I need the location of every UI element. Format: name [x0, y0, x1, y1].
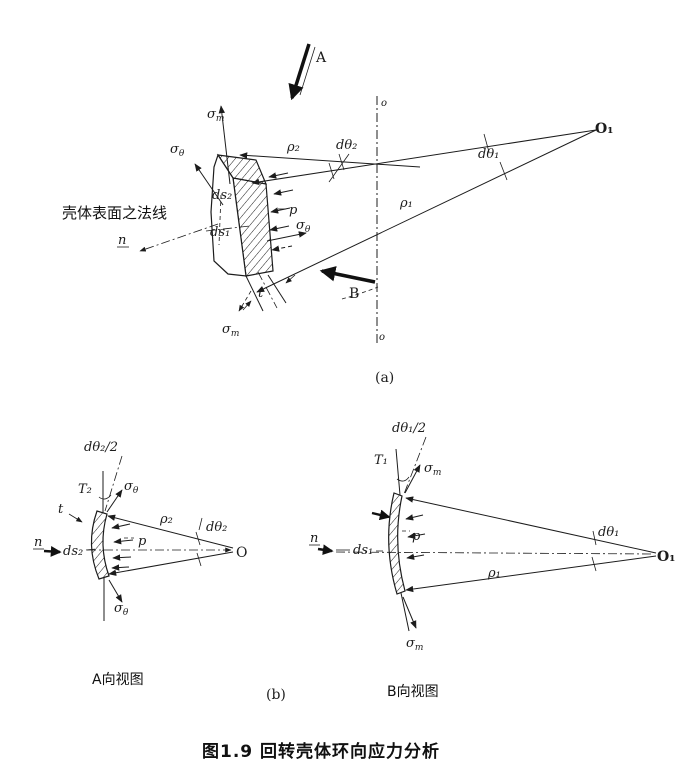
- normal-n-label-vb: n: [310, 531, 318, 546]
- n-arrow-vb: [317, 544, 334, 556]
- ds1-label-a: ds₁: [210, 225, 230, 240]
- sigma-m-bottom-arrow-vb: [402, 596, 417, 629]
- o1-upper-line: [251, 129, 597, 186]
- pressure-arrows-a: p: [268, 172, 298, 252]
- ds1-centerline-a: [205, 225, 251, 232]
- axis-bottom-label: o: [379, 332, 385, 343]
- view-direction-b-arrow: B: [319, 266, 379, 302]
- lower-line-vb: [405, 555, 657, 593]
- sigma-m-top-label: σm: [207, 107, 224, 124]
- rho1-label-a: ρ₁: [399, 196, 413, 211]
- sigma-m-top-arrow: [218, 105, 231, 185]
- figure-caption: 图1.9 回转壳体环向应力分析: [202, 741, 440, 762]
- half-angle-leader-vb: [403, 436, 427, 495]
- element-thickness-tail: t: [242, 271, 296, 312]
- sigma-theta-top-arrow-va: [106, 489, 123, 513]
- half-angle-arc-va: [98, 494, 112, 500]
- half-angle-label-vb: dθ₁/2: [392, 421, 426, 436]
- sigma-m-bottom-label: σm: [222, 322, 239, 339]
- rho2-label-va: ρ₂: [159, 512, 173, 527]
- t2-tangent-label-va: T₂: [78, 482, 92, 497]
- thickness-label-a: t: [258, 286, 264, 301]
- shell-element-va: [90, 510, 110, 580]
- tangent-line-top-vb: [395, 448, 401, 496]
- normal-n-line-a: [139, 223, 219, 252]
- dtheta1-angle-marks-a: dθ₁: [478, 133, 508, 181]
- pressure-label-vb: p: [412, 529, 421, 544]
- sigma-theta-bottom-arrow-va: [108, 579, 123, 603]
- dtheta2-label-va: dθ₂: [206, 520, 227, 535]
- rho2-normal-line: [239, 152, 421, 168]
- lower-normal-line-va: [108, 551, 234, 576]
- ds2-label-a: ds₂: [212, 188, 232, 203]
- pressure-arrows-vb: p: [402, 514, 426, 560]
- o1-point-label-vb: O₁: [657, 549, 675, 565]
- pressure-arrows-va: p: [111, 523, 147, 571]
- ds2-label-va: ds₂: [63, 544, 83, 559]
- sigma-m-top-arrow-vb: [404, 464, 421, 494]
- outer-surface-arrow-vb: [371, 509, 391, 521]
- rho2-label-a: ρ₂: [286, 140, 300, 155]
- rho1-line: [256, 129, 597, 293]
- upper-normal-line-va: [107, 514, 234, 549]
- sigma-theta-right-label: σθ: [296, 218, 311, 235]
- view-b-diagram: dθ₁/2 T₁ σm n ds₁ O₁ ρ₁ dθ₁ p: [309, 421, 675, 653]
- sigma-m-bottom-arrow: [238, 290, 252, 312]
- half-angle-label-va: dθ₂/2: [84, 440, 118, 455]
- shell-element-3d: [210, 153, 274, 277]
- tangent-line-bottom-vb: [400, 592, 410, 632]
- sigma-m-top-label-vb: σm: [424, 461, 441, 478]
- sigma-theta-bottom-label-va: σθ: [114, 601, 129, 618]
- dtheta2-angle-marks-va: dθ₂: [195, 517, 227, 567]
- normal-n-label-va: n: [34, 535, 42, 550]
- view-a-caption: A向视图: [92, 672, 144, 688]
- panel-a-tag: (a): [375, 370, 394, 386]
- normal-n-label-a: n: [118, 233, 126, 248]
- sigma-m-bottom-label-vb: σm: [406, 636, 423, 653]
- dtheta2-angle-marks-a: dθ₂: [328, 138, 357, 183]
- dtheta2-label-a: dθ₂: [336, 138, 357, 153]
- dtheta1-label-a: dθ₁: [478, 147, 499, 162]
- sigma-theta-left-label: σθ: [170, 142, 185, 159]
- n-arrow-va: [43, 546, 62, 557]
- view-a-diagram: dθ₂/2 T₂ σθ t n ds₂ O ρ₂ dθ₂: [33, 440, 247, 621]
- half-angle-leader-va: [104, 455, 123, 512]
- ds1-label-vb: ds₁: [353, 543, 373, 558]
- o-point-label-va: O: [236, 545, 247, 561]
- t1-tangent-label-vb: T₁: [374, 453, 388, 468]
- upper-line-vb: [405, 496, 657, 554]
- sigma-theta-top-label-va: σθ: [124, 479, 139, 496]
- element-contour-dash: [218, 194, 222, 246]
- pressure-label-va: p: [138, 534, 147, 549]
- centerline-vb: [335, 551, 653, 555]
- shell-normal-text: 壳体表面之法线: [62, 204, 167, 222]
- panel-a-diagram: o o A B t: [62, 43, 613, 386]
- view-direction-a-arrow: A: [288, 43, 327, 101]
- half-angle-arc-vb: [396, 476, 410, 482]
- o1-point-label-a: O₁: [595, 121, 613, 137]
- panel-b-tag: (b): [266, 687, 286, 703]
- rho1-label-vb: ρ₁: [487, 566, 501, 581]
- thickness-arrow-va: [68, 513, 83, 523]
- sigma-theta-right-arrow: [266, 231, 307, 242]
- view-b-letter: B: [349, 286, 359, 302]
- dtheta1-label-vb: dθ₁: [598, 525, 619, 540]
- sigma-theta-left-arrow: [194, 163, 224, 206]
- element-outer-face: [210, 153, 247, 277]
- thickness-label-va: t: [58, 502, 64, 517]
- dtheta1-angle-marks-vb: dθ₁: [591, 525, 619, 572]
- pressure-label-a: p: [289, 203, 298, 218]
- axis-top-label: o: [381, 98, 387, 109]
- shell-element-vb: [388, 492, 406, 595]
- view-b-caption: B向视图: [387, 684, 439, 700]
- view-a-letter: A: [315, 50, 327, 66]
